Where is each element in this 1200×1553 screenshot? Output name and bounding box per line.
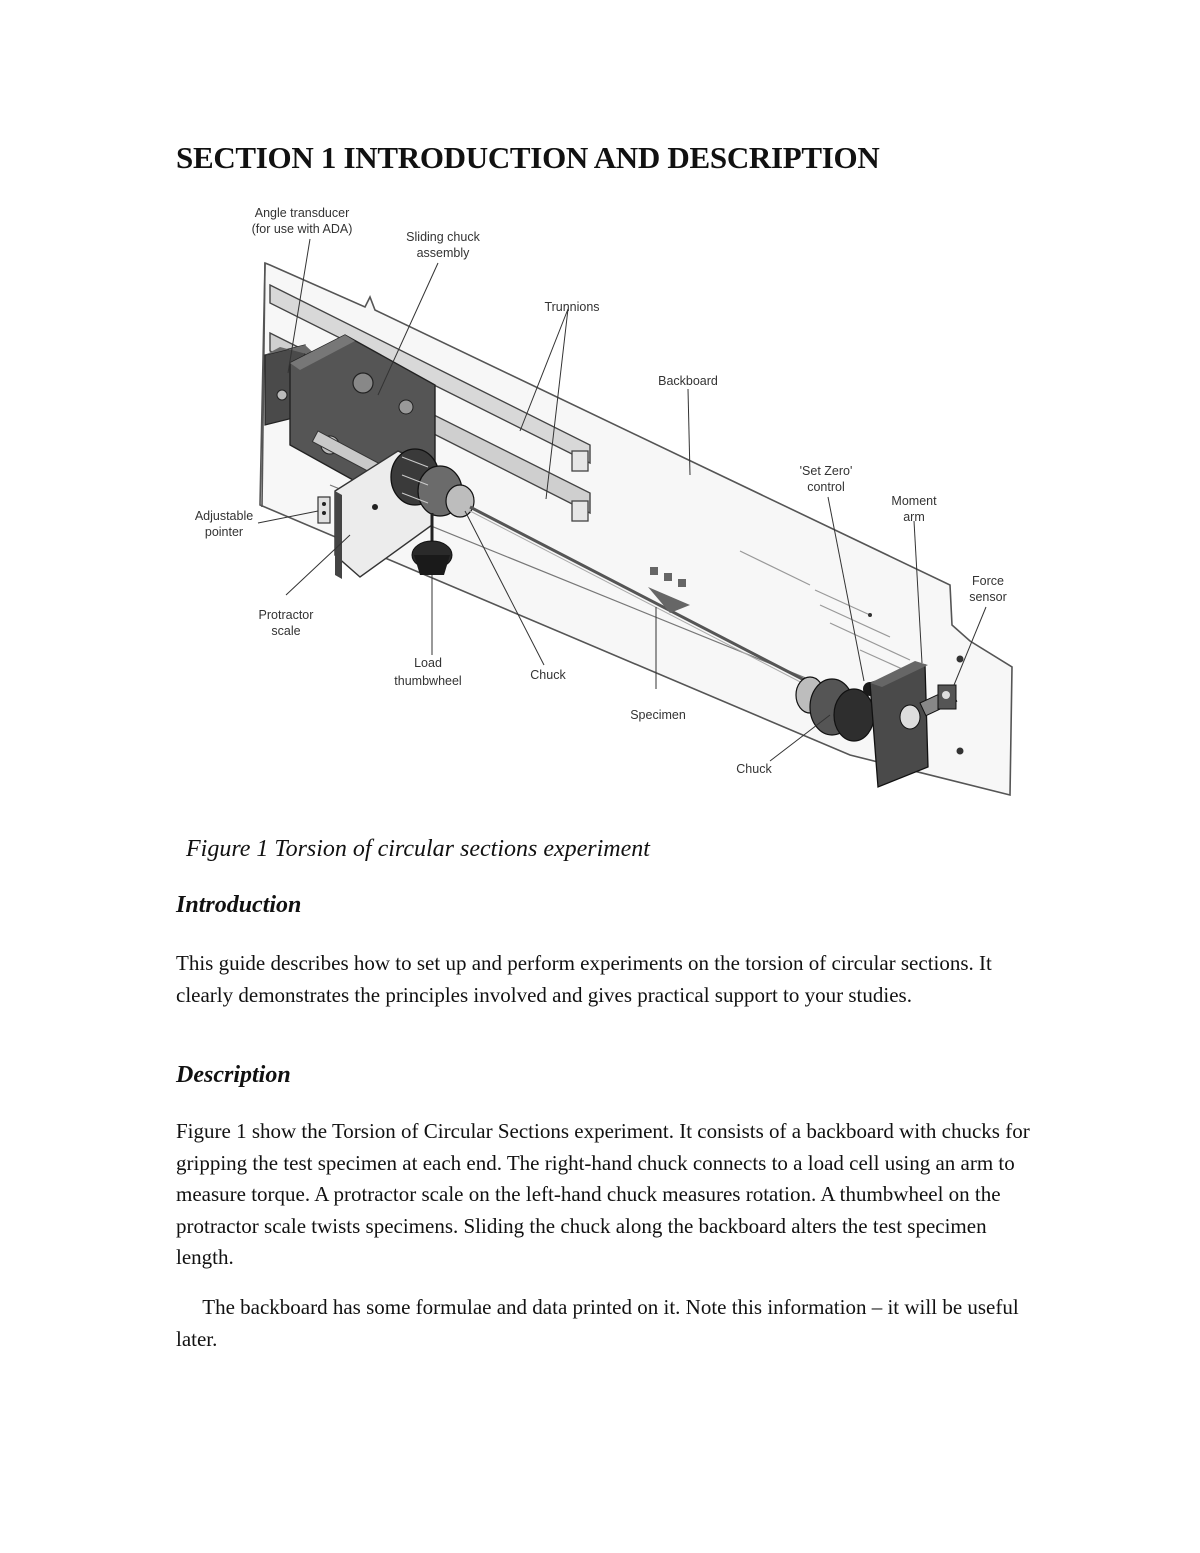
label-chuck-right: Chuck — [736, 762, 772, 776]
label-set-zero-control: control — [807, 480, 845, 494]
left-chuck — [390, 448, 475, 518]
description-heading: Description — [176, 1062, 291, 1088]
label-force: Force — [972, 574, 1004, 588]
label-adjustable: Adjustable — [195, 509, 253, 523]
figure-caption: Figure 1 Torsion of circular sections ex… — [186, 836, 650, 862]
callout-labels: Angle transducer (for use with ADA) Slid… — [195, 206, 1007, 776]
backboard-printed-data — [739, 550, 921, 678]
description-paragraph-2: The backboard has some formulae and data… — [176, 1295, 1019, 1351]
backboard-logo — [648, 567, 690, 613]
description-paragraph-1: Figure 1 show the Torsion of Circular Se… — [176, 1119, 1030, 1269]
force-sensor — [937, 684, 957, 710]
label-protractor-scale: scale — [271, 624, 300, 638]
label-load: Load — [414, 656, 442, 670]
label-force-sensor: sensor — [969, 590, 1007, 604]
specimen-shaft — [469, 505, 811, 685]
backboard-panel — [259, 261, 1013, 797]
label-specimen: Specimen — [630, 708, 686, 722]
label-angle-transducer-note: (for use with ADA) — [252, 222, 353, 236]
label-protractor: Protractor — [259, 608, 314, 622]
section-title: SECTION 1 INTRODUCTION AND DESCRIPTION — [176, 140, 880, 175]
adjustable-pointer — [317, 496, 331, 524]
apparatus-figure: Angle transducer (for use with ADA) Slid… — [170, 195, 1030, 815]
label-chuck-left: Chuck — [530, 668, 566, 682]
introduction-heading: Introduction — [176, 892, 302, 918]
label-moment: Moment — [891, 494, 937, 508]
introduction-paragraph: This guide describes how to set up and p… — [176, 951, 992, 1007]
label-adjustable-pointer: pointer — [205, 525, 243, 539]
label-sliding-chuck-assembly: assembly — [417, 246, 471, 260]
label-sliding-chuck: Sliding chuck — [406, 230, 480, 244]
torsion-apparatus-diagram: Angle transducer (for use with ADA) Slid… — [195, 206, 1013, 797]
callout-leader-lines — [257, 238, 987, 762]
label-moment-arm: arm — [903, 510, 925, 524]
label-backboard: Backboard — [658, 374, 718, 388]
label-load-thumbwheel: thumbwheel — [394, 674, 461, 688]
load-thumbwheel — [411, 513, 453, 575]
label-set-zero: 'Set Zero' — [800, 464, 853, 478]
label-trunnions: Trunnions — [544, 300, 599, 314]
label-angle-transducer: Angle transducer — [255, 206, 350, 220]
